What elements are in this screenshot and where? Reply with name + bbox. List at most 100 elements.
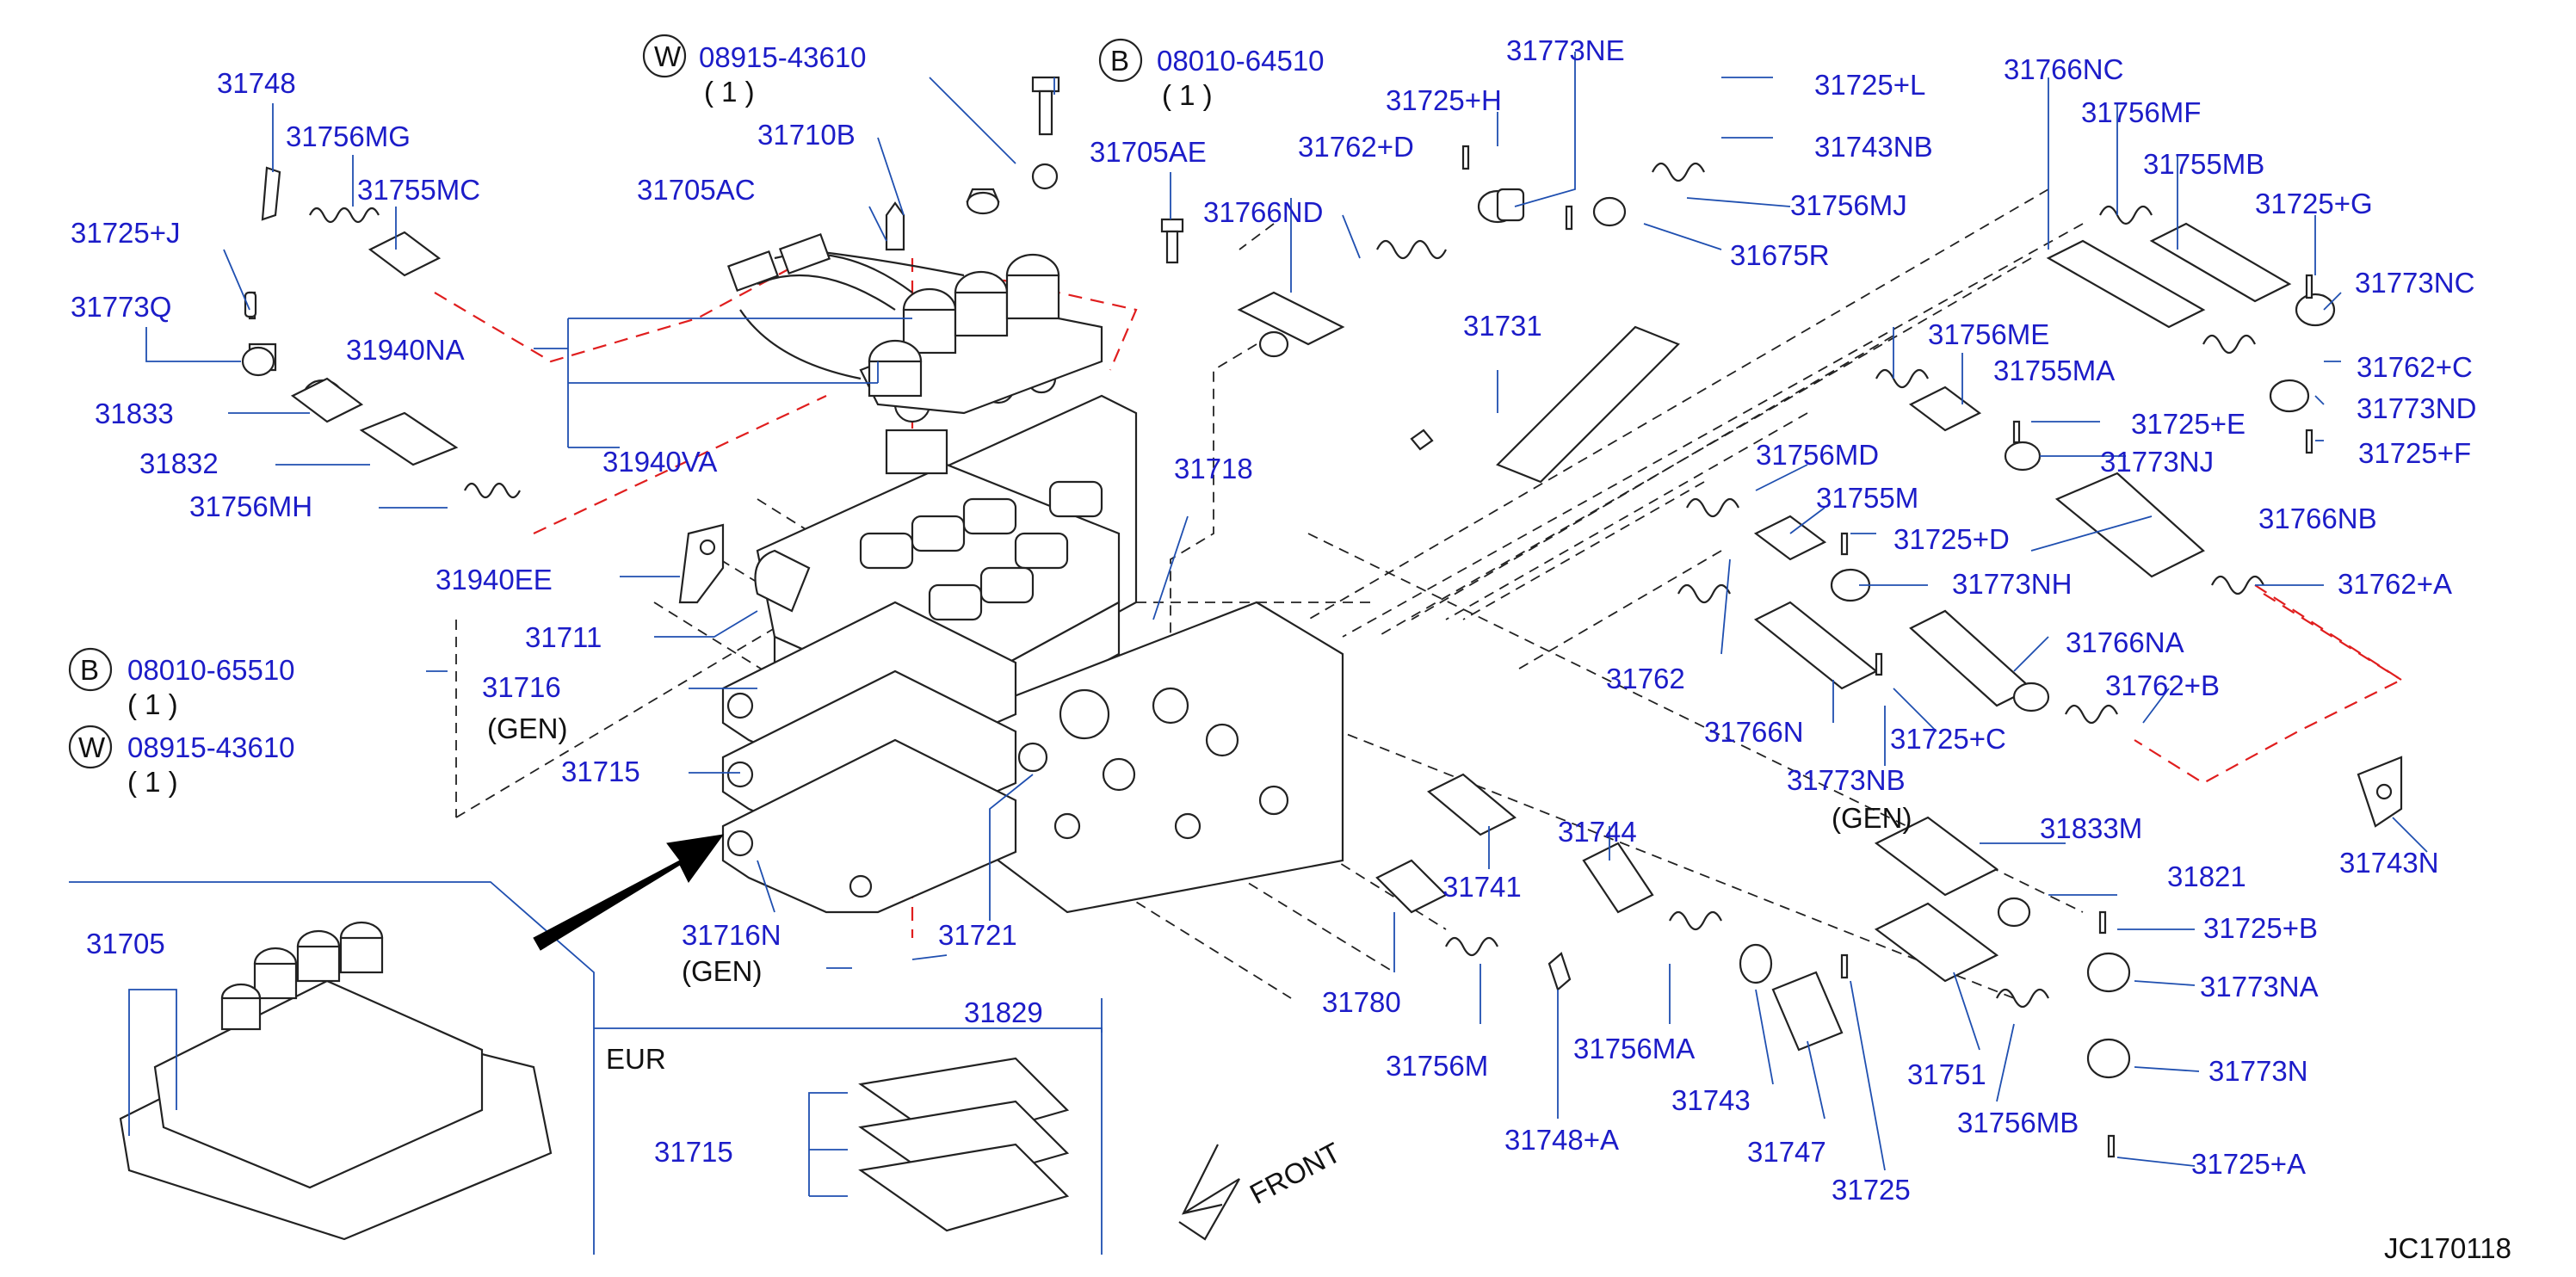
label-31773NH[interactable]: 31773NH — [1952, 568, 2072, 600]
label-31762[interactable]: 31762 — [1606, 663, 1685, 694]
label-31731[interactable]: 31731 — [1463, 310, 1542, 342]
label-31747[interactable]: 31747 — [1747, 1136, 1826, 1168]
label-31748A[interactable]: 31748+A — [1504, 1124, 1619, 1156]
label-31755MA[interactable]: 31755MA — [1993, 355, 2115, 386]
label-31725[interactable]: 31725 — [1832, 1174, 1911, 1206]
label-31716N-gen: (GEN) — [682, 955, 763, 987]
label-08915-43610-left[interactable]: 08915-43610 — [127, 731, 295, 763]
solenoid-assembly — [726, 76, 1184, 415]
eur-box — [594, 1027, 1103, 1255]
label-31751[interactable]: 31751 — [1907, 1058, 1986, 1090]
label-31756MJ[interactable]: 31756MJ — [1790, 189, 1907, 221]
label-08010-64510[interactable]: 08010-64510 — [1157, 45, 1325, 77]
label-31715-eur[interactable]: 31715 — [654, 1136, 733, 1168]
front-label: FRONT — [1245, 1136, 1346, 1210]
label-31762B[interactable]: 31762+B — [2105, 669, 2220, 701]
label-31718[interactable]: 31718 — [1174, 453, 1253, 484]
label-31725E[interactable]: 31725+E — [2131, 408, 2246, 440]
label-31705AE[interactable]: 31705AE — [1090, 136, 1207, 168]
label-08010-65510[interactable]: 08010-65510 — [127, 654, 295, 686]
label-31743[interactable]: 31743 — [1671, 1084, 1751, 1116]
label-31743N[interactable]: 31743N — [2339, 847, 2439, 879]
separator-plates — [721, 601, 1017, 914]
label-31725B[interactable]: 31725+B — [2203, 912, 2318, 944]
label-31773N[interactable]: 31773N — [2208, 1055, 2308, 1087]
label-31766NA[interactable]: 31766NA — [2066, 626, 2184, 658]
qty-08010-64510: ( 1 ) — [1162, 79, 1213, 111]
label-31675R[interactable]: 31675R — [1730, 239, 1830, 271]
label-31833[interactable]: 31833 — [95, 398, 174, 429]
qty-08915-43610-top: ( 1 ) — [704, 76, 755, 108]
label-31756MG[interactable]: 31756MG — [286, 120, 411, 152]
label-31725G[interactable]: 31725+G — [2255, 188, 2373, 219]
label-31725D[interactable]: 31725+D — [1893, 523, 2010, 555]
label-31773NA[interactable]: 31773NA — [2200, 971, 2319, 1002]
badge-b-left: B — [80, 654, 99, 686]
label-31773NE[interactable]: 31773NE — [1506, 34, 1625, 66]
label-31716-gen: (GEN) — [487, 713, 568, 744]
label-31756M[interactable]: 31756M — [1386, 1050, 1488, 1082]
label-eur: EUR — [606, 1043, 666, 1075]
badge-w-left: W — [78, 731, 106, 763]
label-31821[interactable]: 31821 — [2167, 861, 2246, 892]
label-31780[interactable]: 31780 — [1322, 986, 1401, 1018]
left-components — [244, 166, 725, 604]
label-31755MC[interactable]: 31755MC — [357, 174, 480, 206]
label-31725L[interactable]: 31725+L — [1814, 69, 1925, 101]
label-31756MD[interactable]: 31756MD — [1756, 439, 1879, 471]
label-31725C[interactable]: 31725+C — [1890, 723, 2006, 755]
label-31762D[interactable]: 31762+D — [1298, 131, 1414, 163]
qty-08010-65510: ( 1 ) — [127, 688, 178, 720]
badge-w-top: W — [654, 40, 682, 72]
inset-31705 — [69, 881, 595, 1255]
label-31756MB[interactable]: 31756MB — [1957, 1107, 2079, 1138]
label-31773Q[interactable]: 31773Q — [71, 291, 171, 323]
label-31756MH[interactable]: 31756MH — [189, 490, 312, 522]
front-arrow-group — [533, 834, 1240, 1241]
label-31773NB-gen: (GEN) — [1832, 802, 1912, 834]
label-31716[interactable]: 31716 — [482, 671, 561, 703]
label-31832[interactable]: 31832 — [139, 447, 219, 479]
label-31715[interactable]: 31715 — [561, 756, 640, 787]
label-31940EE[interactable]: 31940EE — [436, 564, 553, 595]
label-31725J[interactable]: 31725+J — [71, 217, 181, 249]
label-31756MA[interactable]: 31756MA — [1573, 1033, 1695, 1064]
label-31725A[interactable]: 31725+A — [2191, 1148, 2306, 1180]
label-31766N[interactable]: 31766N — [1704, 716, 1804, 748]
label-31829[interactable]: 31829 — [964, 996, 1043, 1028]
label-31721[interactable]: 31721 — [938, 919, 1017, 951]
label-31762A[interactable]: 31762+A — [2338, 568, 2452, 600]
label-31755MB[interactable]: 31755MB — [2143, 148, 2264, 180]
label-31940NA[interactable]: 31940NA — [346, 334, 465, 366]
label-08915-43610-top[interactable]: 08915-43610 — [699, 41, 867, 73]
label-31756ME[interactable]: 31756ME — [1928, 318, 2049, 350]
label-31756MF[interactable]: 31756MF — [2081, 96, 2201, 128]
label-31833M[interactable]: 31833M — [2040, 812, 2142, 844]
label-31741[interactable]: 31741 — [1442, 871, 1522, 903]
label-31773ND[interactable]: 31773ND — [2357, 392, 2476, 424]
label-31766ND[interactable]: 31766ND — [1203, 196, 1323, 228]
label-31716N[interactable]: 31716N — [682, 919, 781, 951]
badge-b-top: B — [1110, 45, 1129, 77]
diagram-code: JC170118 — [2384, 1232, 2511, 1264]
label-31710B[interactable]: 31710B — [757, 119, 856, 151]
label-31725F[interactable]: 31725+F — [2358, 437, 2471, 469]
label-31744[interactable]: 31744 — [1558, 816, 1637, 848]
front-arrow-icon — [1178, 1144, 1240, 1241]
label-31940VA[interactable]: 31940VA — [602, 446, 717, 478]
label-31773NB[interactable]: 31773NB — [1787, 764, 1906, 796]
label-31766NB[interactable]: 31766NB — [2258, 503, 2377, 534]
label-31773NC[interactable]: 31773NC — [2355, 267, 2474, 299]
label-31762C[interactable]: 31762+C — [2357, 351, 2473, 383]
label-31711[interactable]: 31711 — [525, 621, 602, 653]
label-31748[interactable]: 31748 — [217, 67, 296, 99]
label-31755M[interactable]: 31755M — [1816, 482, 1918, 514]
label-31725H[interactable]: 31725+H — [1386, 84, 1502, 116]
label-31773NJ[interactable]: 31773NJ — [2100, 446, 2214, 478]
label-31705[interactable]: 31705 — [86, 928, 165, 959]
label-31766NC[interactable]: 31766NC — [2004, 53, 2123, 85]
leader-lines — [128, 52, 2428, 1197]
label-31705AC[interactable]: 31705AC — [637, 174, 756, 206]
label-31743NB[interactable]: 31743NB — [1814, 131, 1933, 163]
